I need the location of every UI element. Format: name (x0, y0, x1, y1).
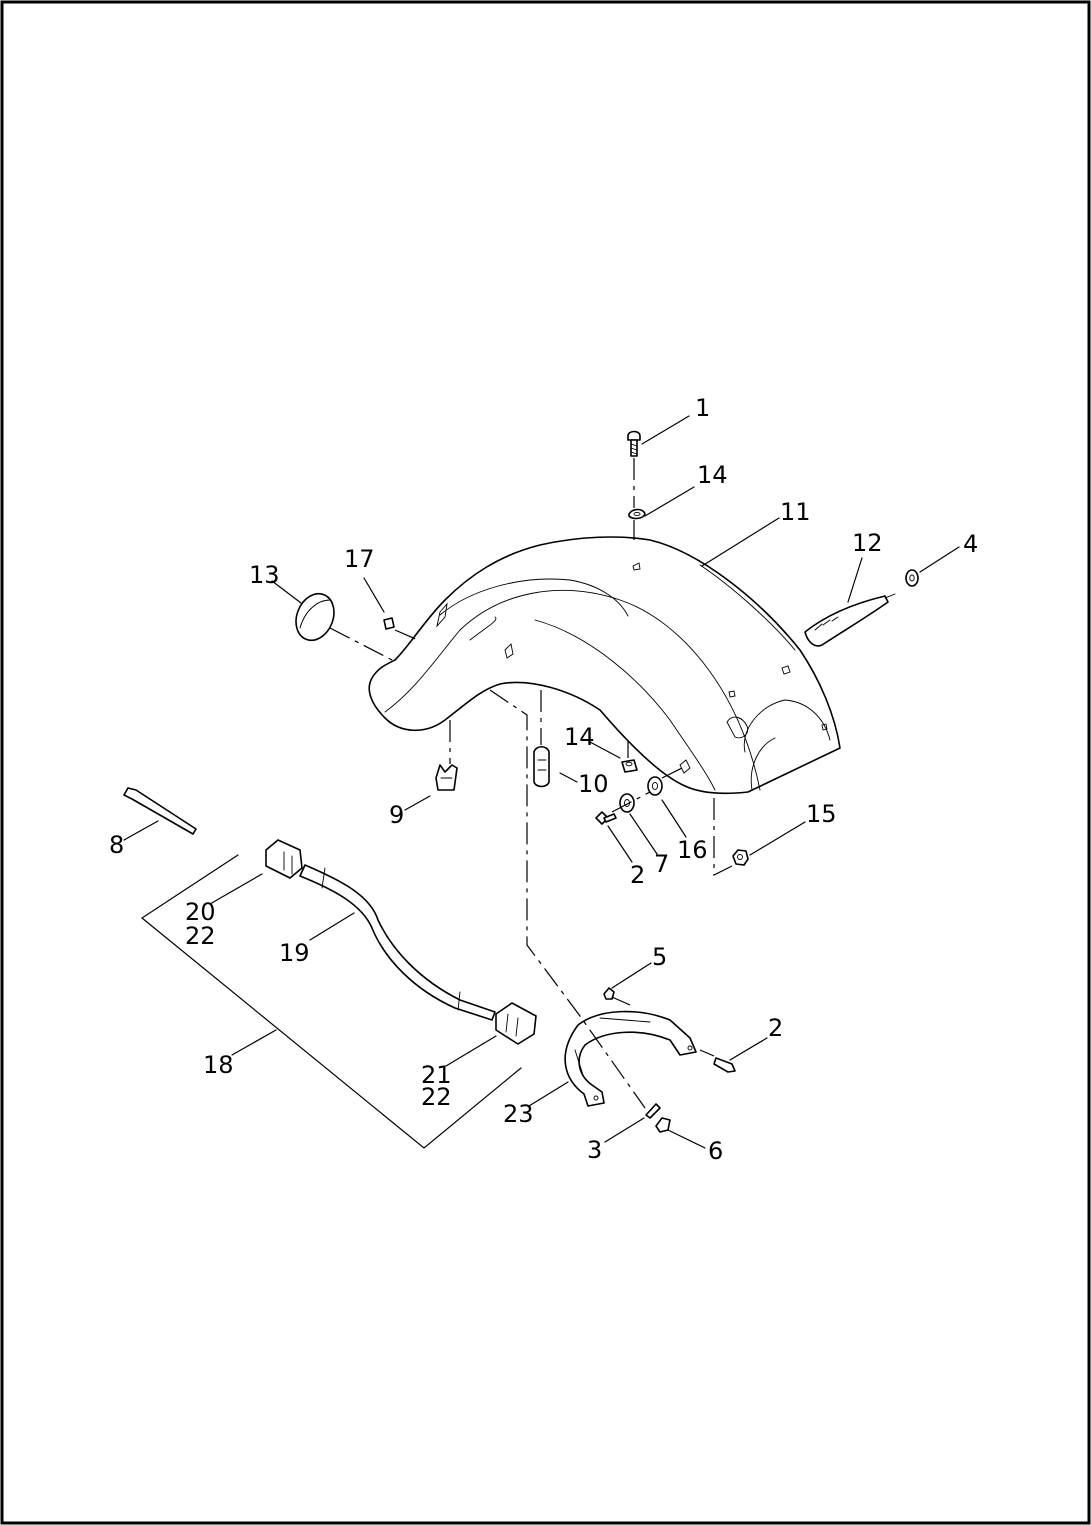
cable-strap-8 (123, 787, 197, 835)
callout-10: 10 (578, 770, 609, 798)
spacer-7 (619, 793, 635, 813)
washer-4 (905, 569, 919, 587)
washer-16 (647, 776, 663, 796)
lockwasher-3 (645, 1103, 661, 1119)
clip-nut-14-lower (621, 759, 638, 773)
callout-5: 5 (652, 943, 667, 971)
clip-9 (435, 764, 458, 791)
nut-15 (732, 849, 749, 866)
assembly-lines (329, 458, 733, 1109)
callout-7: 7 (654, 850, 669, 878)
connector-21 (495, 1002, 537, 1045)
nut-5 (603, 987, 615, 1000)
callout-22-upper: 22 (185, 922, 216, 950)
nut-6 (655, 1117, 671, 1133)
screw-2-lower (713, 1057, 736, 1073)
leader-lines (123, 415, 960, 1149)
callout-9: 9 (389, 801, 404, 829)
push-nut-17 (383, 617, 395, 630)
rear-fender (368, 536, 841, 795)
tail-lamp-bracket-12 (804, 593, 896, 647)
callout-6: 6 (708, 1137, 723, 1165)
callout-17: 17 (344, 545, 375, 573)
callout-4: 4 (963, 530, 978, 558)
callout-1: 1 (695, 394, 710, 422)
callout-18: 18 (203, 1051, 234, 1079)
clip-nut-14-top (628, 508, 646, 520)
callout-14-lower: 14 (564, 723, 595, 751)
callout-12: 12 (852, 529, 883, 557)
callout-13: 13 (249, 561, 280, 589)
harness-bracket-18 (140, 854, 522, 1149)
callout-22-lower: 22 (421, 1083, 452, 1111)
callout-23: 23 (503, 1100, 534, 1128)
callout-20: 20 (185, 898, 216, 926)
callout-11: 11 (780, 498, 811, 526)
callout-3: 3 (587, 1136, 602, 1164)
callout-8: 8 (109, 831, 124, 859)
callouts: 1 14 11 12 4 13 17 14 10 9 8 15 16 7 2 2… (109, 394, 978, 1165)
screw-1 (627, 430, 641, 457)
callout-15: 15 (806, 800, 837, 828)
screw-2-upper (595, 811, 617, 825)
plug-13 (295, 592, 335, 642)
connector-20 (265, 839, 303, 879)
callout-19: 19 (279, 939, 310, 967)
clip-10 (533, 745, 550, 788)
callout-2-upper: 2 (630, 861, 645, 889)
callout-21: 21 (421, 1061, 452, 1089)
callout-16: 16 (677, 836, 708, 864)
wiring-harness-19 (299, 864, 496, 1021)
fender-support-23 (564, 1010, 697, 1107)
callout-2-lower: 2 (768, 1014, 783, 1042)
callout-14-top: 14 (697, 461, 728, 489)
